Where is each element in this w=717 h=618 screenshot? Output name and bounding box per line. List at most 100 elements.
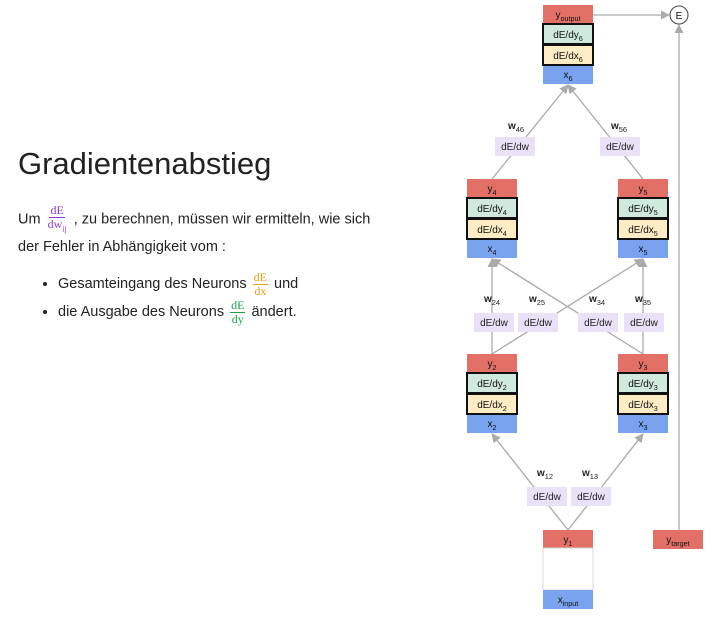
edge-1-3 [567,433,644,531]
weight-label-12: w12 [536,468,553,481]
neuron-5-y-label: y5 [639,184,648,197]
weight-label-56: w56 [610,121,627,134]
dedw-box-13 [571,487,611,506]
neuron-3-dedy-label: dE/dy3 [628,379,658,392]
edge-4-6 [491,84,569,180]
neuron-4-input [467,240,517,258]
neuron-4-y-label: y4 [488,184,497,197]
dedw-box-34 [578,313,618,332]
intro-text-1: , zu berechnen, müssen wir ermitteln, wi… [73,211,371,228]
dedw-label-13: dE/dw [577,492,606,503]
weight-w35: dE/dw w35 [624,294,664,332]
weight-label-24: w24 [483,294,500,307]
edge-3-4 [491,258,644,355]
fraction-de-dwij: dE dwij [47,204,68,235]
weight-w46: dE/dw w46 [495,121,535,156]
weight-label-35: w35 [634,294,651,307]
neuron-2-dedx [466,393,518,415]
neuron-1-input [543,590,593,609]
dedw-box-24 [474,313,514,332]
neuron-3-input [618,415,668,433]
fraction-numerator: dE [49,203,65,218]
bullet-list: Gesamteingang des Neurons dE dx und die … [40,270,298,326]
neuron-5-dedy-label: dE/dy5 [628,204,658,217]
error-circle [669,5,689,25]
intro-text-2: der Fehler in Abhängigkeit vom : [18,239,226,256]
neuron-3-dedx-label: dE/dx3 [628,400,658,413]
intro-paragraph: Um dE dwij , zu berechnen, müssen wir er… [18,204,428,259]
dedw-label-25: dE/dw [524,318,553,329]
neuron-3-y-label: y3 [639,359,648,372]
dedw-label-35: dE/dw [630,318,659,329]
bullet-1-text: Gesamteingang des Neurons [58,276,247,292]
fraction-den-sub: ij [62,224,67,234]
weight-w56: dE/dw w56 [600,121,640,156]
neuron-6-dedx [542,44,594,66]
dedw-box-12 [527,487,567,506]
neuron-2-dedy-label: dE/dy2 [477,379,507,392]
weight-label-25: w25 [528,294,545,307]
neuron-3-dedx [617,393,669,415]
neuron-2-x-label: x2 [488,419,497,432]
weight-label-13: w13 [581,468,598,481]
edge-1-2 [491,433,569,531]
neuron-2-y-label: y2 [488,359,497,372]
neuron-4-output [467,179,517,197]
neuron-2-output [467,354,517,372]
weight-label-34: w34 [588,294,605,307]
fraction-den-main: dw [47,217,63,231]
fraction-denominator: dwij [47,218,68,235]
dedw-label-56: dE/dw [606,142,635,153]
neuron-3-output [618,354,668,372]
neuron-6-dedx-label: dE/dx6 [553,51,583,64]
neuron-1-output [543,530,593,548]
weight-label-46: w46 [507,121,524,134]
connections [487,10,684,531]
fraction-de-dy: dE dy [230,298,246,326]
neurons: youtputdE/dy6dE/dx6x6y4dE/dy4dE/dx4x4y5d… [466,5,703,609]
fraction-numerator: dE [252,269,268,285]
weight-w13: dE/dw w13 [571,468,611,506]
neuron-1-body [542,547,594,591]
neuron-4-dedy-label: dE/dy4 [477,204,507,217]
neuron-2-dedx-label: dE/dx2 [477,400,507,413]
neuron-5-dedx [617,218,669,240]
bullet-2-text: die Ausgabe des Neurons [58,304,225,320]
neuron-6-dedy-label: dE/dy6 [553,30,583,43]
neuron-6-input [543,66,593,84]
neuron-1-y-label: y1 [564,535,573,548]
neuron-3: y3 dE/dy3 dE/dx3 x3 [617,354,669,433]
error-label: E [676,11,683,22]
bullet-2-tail: ändert. [251,304,297,320]
neuron-3-x-label: x3 [639,419,648,432]
weight-w12: dE/dw w12 [527,468,567,506]
dedw-label-46: dE/dw [501,142,530,153]
fraction-denominator: dx [254,283,267,298]
target-label: ytarget [666,535,689,548]
neuron-5-input [618,240,668,258]
intro-um: Um [18,211,41,228]
dedw-box-35 [624,313,664,332]
neuron-4-x-label: x4 [488,244,497,257]
dedw-box-25 [518,313,558,332]
neuron-5-output [618,179,668,197]
error-node: E [669,5,689,25]
bullet-item-output: die Ausgabe des Neurons dE dy ändert. [58,298,298,326]
neuron-5-dedx-label: dE/dx5 [628,225,658,238]
edge-5-6 [567,84,644,180]
fraction-de-dx: dE dx [252,269,268,298]
weight-w25: dE/dw w25 [518,294,558,332]
dedw-box-46 [495,137,535,156]
target-node: ytarget [653,530,703,549]
bullet-item-input: Gesamteingang des Neurons dE dx und [58,270,298,298]
dedw-label-12: dE/dw [533,492,562,503]
weight-labels: dE/dww46dE/dww56dE/dww24dE/dww25dE/dww34… [474,121,664,506]
neuron-2: y2 dE/dy2 dE/dx2 x2 [466,354,518,433]
neuron-4-dedx [466,218,518,240]
neuron-1-x-label: xinput [558,595,579,608]
target-box [653,530,703,549]
